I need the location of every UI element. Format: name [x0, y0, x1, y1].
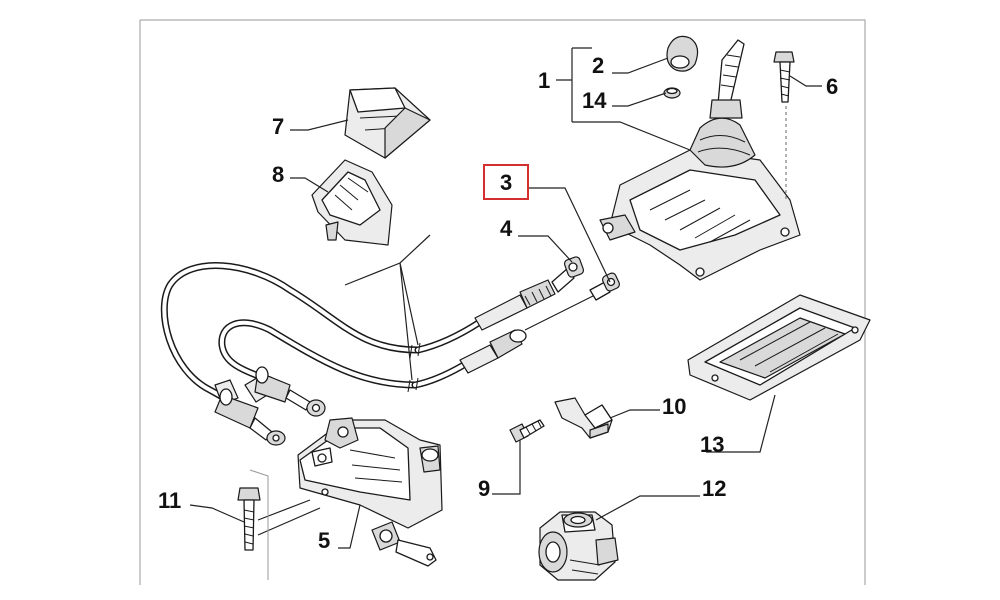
bushing-12[interactable] [538, 511, 619, 581]
callout-8: 8 [272, 162, 284, 187]
callout-9: 9 [478, 476, 490, 501]
callout-10: 10 [662, 394, 686, 419]
leader-8 [290, 177, 329, 193]
callout-11: 11 [158, 488, 181, 513]
leader-1 [556, 47, 691, 151]
screw-9[interactable] [509, 419, 545, 443]
leader-6 [789, 75, 822, 87]
callout-3-highlight [483, 164, 529, 200]
retaining-ring[interactable] [663, 87, 681, 99]
cable-break-mark-2 [407, 377, 419, 393]
leader-13 [706, 394, 776, 453]
gear-knob[interactable] [666, 35, 699, 72]
leader-2 [612, 57, 669, 74]
cable-end-fitting-4[interactable] [474, 256, 585, 331]
callout-5: 5 [318, 528, 330, 553]
leader-cable-converge [344, 234, 431, 381]
leader-12 [595, 495, 700, 521]
console-tray-13[interactable] [687, 294, 871, 401]
callout-13: 13 [700, 432, 724, 457]
leader-11 [189, 504, 245, 523]
leader-3 [528, 187, 611, 283]
leader-7 [290, 119, 349, 131]
leader-4 [518, 235, 573, 263]
gear-shift-housing[interactable] [599, 39, 801, 281]
cable-bracket-clip[interactable] [311, 159, 393, 246]
bolt-11[interactable] [237, 487, 261, 551]
callout-12: 12 [702, 476, 726, 501]
callout-4: 4 [500, 216, 513, 241]
gearbox-cable-end-upper[interactable] [244, 366, 326, 417]
shift-cables[interactable] [160, 262, 484, 414]
callout-1: 1 [538, 68, 550, 93]
cable-break-mark [409, 342, 421, 359]
screw-6[interactable] [773, 51, 795, 103]
leader-14 [612, 92, 667, 107]
leader-9 [492, 440, 521, 495]
gearbox-cable-end-lower[interactable] [214, 379, 286, 446]
callout-7: 7 [272, 114, 284, 139]
cable-cover[interactable] [344, 87, 431, 159]
leader-5 [338, 504, 361, 549]
drawing-frame [140, 19, 866, 585]
callout-2: 2 [592, 53, 604, 78]
callout-3: 3 [500, 170, 512, 195]
cable-end-fitting-3[interactable] [459, 272, 621, 374]
clip-10[interactable] [554, 397, 613, 439]
leader-11-frame [249, 469, 269, 580]
leader-10 [609, 409, 660, 419]
callout-6: 6 [826, 74, 838, 99]
leader-11-bracket [257, 499, 321, 536]
gearbox-bracket[interactable] [297, 417, 443, 567]
callout-14: 14 [582, 88, 607, 113]
